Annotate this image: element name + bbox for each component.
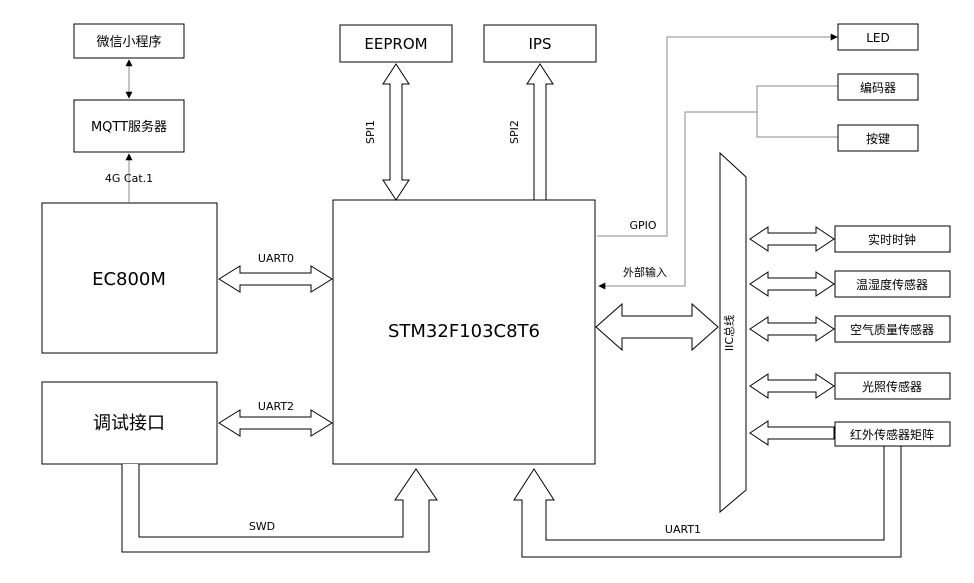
svg-text:温湿度传感器: 温湿度传感器	[856, 277, 928, 292]
ips-block: IPS	[483, 24, 597, 63]
svg-text:实时时钟: 实时时钟	[868, 232, 916, 247]
rtc-block: 实时时钟	[834, 225, 951, 253]
svg-text:编码器: 编码器	[860, 80, 896, 95]
spi1-arrow	[382, 63, 410, 201]
rtc-arrow	[749, 226, 835, 252]
uart2-label: UART2	[258, 400, 294, 413]
ec800m-block: EC800M	[41, 202, 218, 354]
svg-text:LED: LED	[866, 31, 890, 45]
iic-bus-block: IIC总线	[719, 151, 747, 514]
external-input-line	[756, 85, 838, 138]
external-input-trunk	[598, 111, 757, 290]
swd-label: SWD	[249, 520, 275, 533]
svg-text:光照传感器: 光照传感器	[862, 379, 922, 394]
svg-text:红外传感器矩阵: 红外传感器矩阵	[850, 427, 934, 442]
temp-humidity-arrow	[749, 271, 835, 297]
svg-text:按键: 按键	[866, 132, 890, 146]
wechat-mini-program-block: 微信小程序	[73, 23, 185, 59]
uart2-arrow	[218, 409, 333, 437]
mqtt-server-block: MQTT服务器	[73, 99, 185, 153]
svg-text:IIC总线: IIC总线	[722, 315, 736, 351]
light-sensor-arrow	[749, 373, 835, 399]
gpio-line	[597, 33, 838, 237]
ir-sensor-arrow	[749, 420, 835, 446]
svg-text:调试接口: 调试接口	[93, 413, 165, 434]
gpio-label: GPIO	[629, 219, 656, 232]
eeprom-block: EEPROM	[339, 24, 453, 63]
uart0-label: UART0	[258, 252, 294, 265]
debug-interface-block: 调试接口	[41, 381, 218, 465]
mcu-iic-arrow	[595, 302, 719, 352]
svg-text:STM32F103C8T6: STM32F103C8T6	[388, 321, 540, 342]
svg-text:IPS: IPS	[529, 35, 552, 53]
external-input-label: 外部输入	[623, 265, 667, 279]
button-block: 按键	[837, 124, 919, 152]
cat1-label: 4G Cat.1	[105, 172, 153, 185]
spi2-label: SPI2	[508, 120, 521, 144]
svg-text:空气质量传感器: 空气质量传感器	[850, 322, 934, 337]
air-quality-arrow	[749, 316, 835, 342]
temp-humidity-sensor-block: 温湿度传感器	[834, 270, 951, 298]
svg-text:EC800M: EC800M	[92, 269, 166, 290]
led-block: LED	[837, 23, 919, 51]
swd-path	[121, 464, 438, 553]
uart0-arrow	[218, 265, 333, 293]
encoder-block: 编码器	[837, 73, 919, 101]
spi2-arrow	[526, 63, 554, 201]
svg-text:EEPROM: EEPROM	[364, 35, 427, 53]
ir-sensor-matrix-block: 红外传感器矩阵	[834, 421, 951, 447]
spi1-label: SPI1	[364, 120, 377, 144]
air-quality-sensor-block: 空气质量传感器	[834, 315, 951, 343]
svg-text:微信小程序: 微信小程序	[96, 35, 161, 50]
svg-text:MQTT服务器: MQTT服务器	[91, 119, 167, 135]
light-sensor-block: 光照传感器	[834, 372, 951, 400]
mcu-block: STM32F103C8T6	[332, 199, 596, 465]
uart1-label: UART1	[665, 523, 701, 536]
uart1-path	[513, 446, 902, 558]
